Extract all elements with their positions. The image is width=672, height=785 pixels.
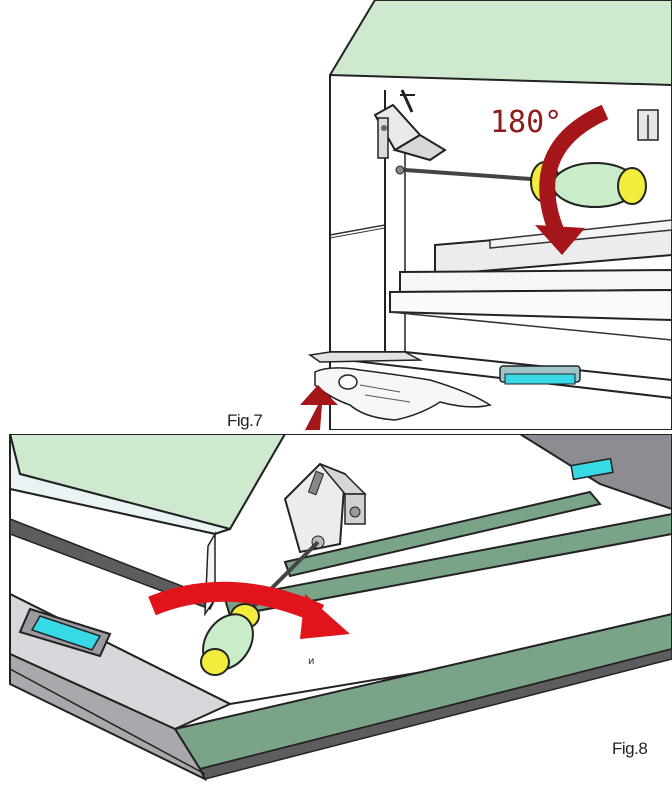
green-rail <box>223 512 672 618</box>
figure-7-label: Fig.7 <box>227 411 263 430</box>
figure-8-label: Fig.8 <box>612 739 648 758</box>
green-top-panel <box>329 0 672 86</box>
push-arrow-icon <box>300 385 338 430</box>
bracket-icon <box>373 89 447 175</box>
rotation-arrow-icon <box>148 581 350 639</box>
cyan-window <box>499 365 581 385</box>
svg-text:ͷ: ͷ <box>308 656 315 667</box>
rotation-arrow-icon <box>535 104 609 255</box>
figure-8-illustration: ͷ <box>8 434 672 782</box>
figure-7: 180° Fig.7 <box>227 0 672 430</box>
rotation-angle-label: 180° <box>490 105 563 140</box>
cyan-window <box>18 607 112 658</box>
hand-icon <box>314 367 492 421</box>
figure-7-illustration <box>300 0 672 430</box>
figure-8: ͷ Fig.8 <box>0 434 672 785</box>
bracket-icon <box>283 462 367 554</box>
